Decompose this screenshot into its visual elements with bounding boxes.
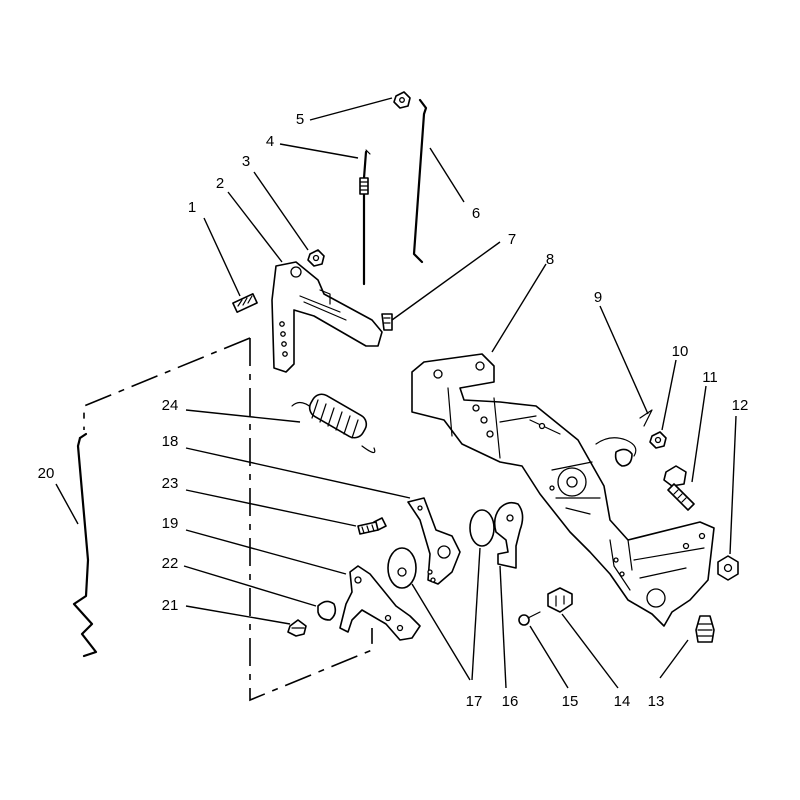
- leader-4: [279, 143, 359, 159]
- leader-5: [309, 97, 393, 121]
- part-14-clamp: [547, 587, 573, 613]
- part-19-lower-lever: [339, 565, 421, 641]
- leader-9: [599, 305, 649, 415]
- part-23-screw: [357, 517, 387, 535]
- part-4-spring-wire: [359, 149, 371, 286]
- callout-2: 2: [216, 175, 224, 192]
- leader-13: [659, 639, 689, 679]
- leader-10: [661, 359, 677, 431]
- callout-13: 13: [648, 693, 665, 710]
- callout-21: 21: [162, 597, 179, 614]
- phantom-line: [83, 337, 373, 702]
- callout-6: 6: [472, 205, 480, 222]
- leader-24: [185, 409, 301, 423]
- leader-18: [185, 447, 411, 499]
- leader-16: [499, 565, 507, 689]
- part-18-lever-arm: [407, 497, 461, 585]
- part-7-clip: [381, 313, 393, 331]
- callout-14: 14: [614, 693, 631, 710]
- leader-8: [491, 263, 547, 353]
- part-16-cam-plate: [493, 501, 524, 569]
- callout-23: 23: [162, 475, 179, 492]
- leader-12: [729, 415, 737, 555]
- part-9-spring-clip: [595, 409, 653, 467]
- leader-17b: [471, 547, 481, 681]
- leader-17a: [411, 583, 471, 681]
- part-17-washer-a: [469, 509, 495, 547]
- part-12-nut: [717, 555, 739, 581]
- callout-3: 3: [242, 153, 250, 170]
- leader-14: [561, 613, 619, 689]
- callout-22: 22: [162, 555, 179, 572]
- callout-20: 20: [38, 465, 55, 482]
- part-24-spring: [291, 393, 376, 454]
- callout-11: 11: [702, 369, 718, 386]
- callout-10: 10: [672, 343, 689, 360]
- part-5-nut: [393, 91, 411, 109]
- callout-numbers: 1 2 3 4 5 6 7 8 9 10 11 12 13 14 15 16 1…: [38, 111, 749, 710]
- callout-15: 15: [562, 693, 579, 710]
- part-10-nut: [649, 431, 667, 449]
- leader-22: [183, 565, 317, 607]
- part-20-rod-hook: [78, 432, 88, 440]
- part-2-control-lever: [271, 261, 383, 373]
- callout-5: 5: [296, 111, 304, 128]
- part-8-main-bracket: [411, 353, 715, 627]
- leader-11: [691, 385, 707, 483]
- part-3-nut: [307, 249, 325, 267]
- part-6-rod: [412, 98, 428, 264]
- callout-16: 16: [502, 693, 519, 710]
- callout-9: 9: [594, 289, 602, 306]
- leader-3: [253, 171, 309, 251]
- leader-19: [185, 529, 347, 575]
- leader-20: [55, 483, 79, 525]
- part-11-bolt: [663, 465, 695, 511]
- leader-21: [185, 605, 291, 625]
- leader-6: [429, 147, 465, 203]
- leader-7: [391, 241, 501, 321]
- leader-15: [529, 625, 569, 689]
- callout-12: 12: [732, 397, 749, 414]
- part-17-washer-b: [387, 547, 417, 589]
- leader-2: [227, 191, 283, 263]
- callout-18: 18: [162, 433, 179, 450]
- part-21-screw: [287, 619, 307, 637]
- part-1-screw: [232, 293, 258, 313]
- callout-19: 19: [162, 515, 179, 532]
- callout-24: 24: [162, 397, 179, 414]
- callout-8: 8: [546, 251, 554, 268]
- leader-1: [203, 217, 241, 297]
- callout-17: 17: [466, 693, 483, 710]
- callout-1: 1: [188, 199, 196, 216]
- leader-23: [185, 489, 357, 527]
- part-20-link-rod: [72, 436, 98, 658]
- part-15-screw: [518, 611, 541, 626]
- leader-lines: [55, 97, 737, 689]
- callout-4: 4: [266, 133, 274, 150]
- part-22-washer: [317, 600, 337, 621]
- part-13-bolt: [695, 615, 715, 643]
- callout-7: 7: [508, 231, 516, 248]
